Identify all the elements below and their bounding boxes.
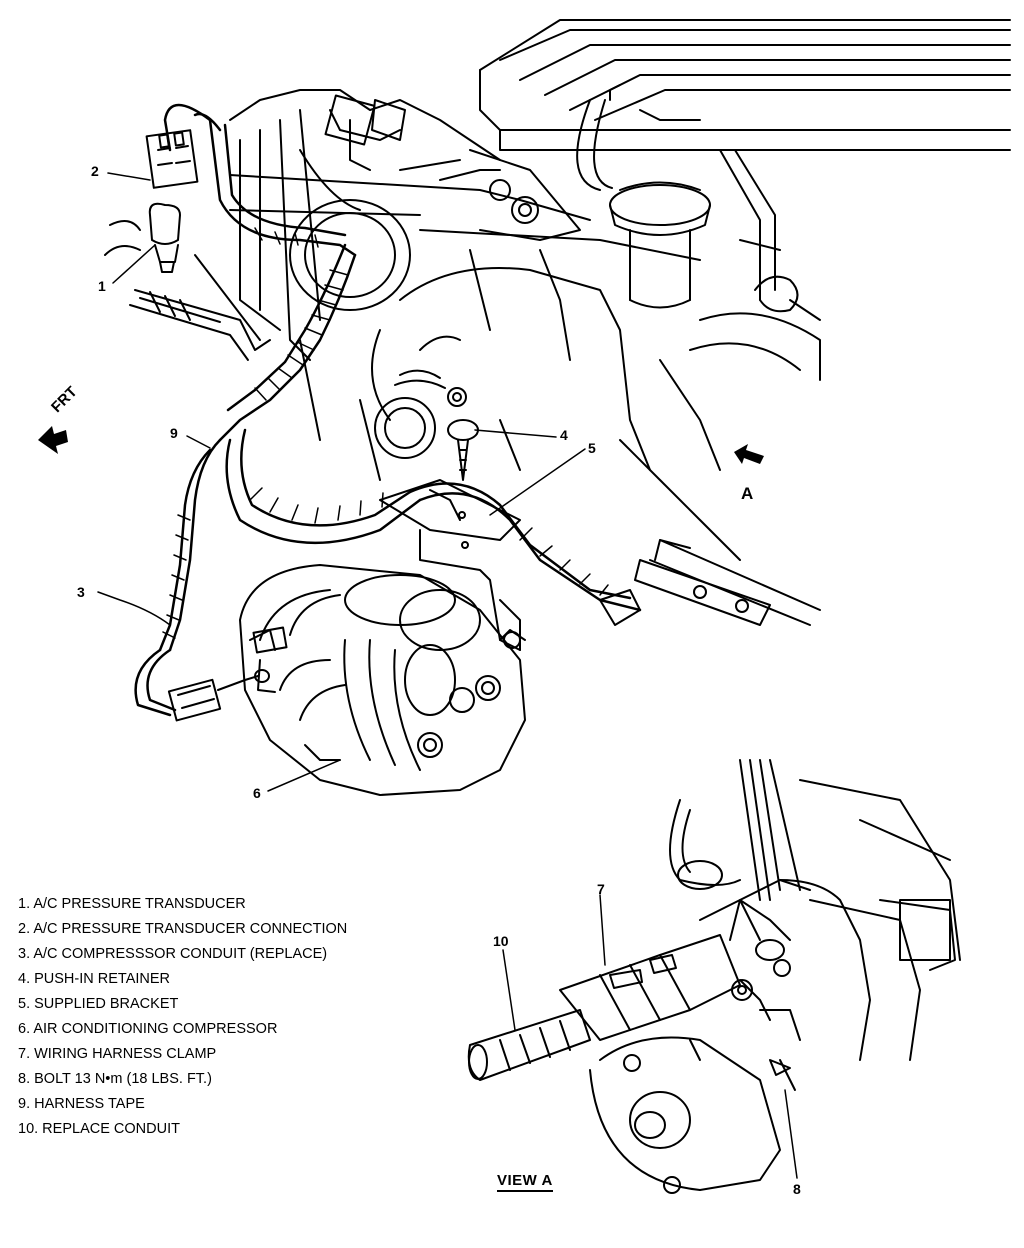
legend-item: 9. HARNESS TAPE: [18, 1096, 145, 1112]
legend-item: 6. AIR CONDITIONING COMPRESSOR: [18, 1021, 278, 1037]
leader-6: [267, 759, 341, 792]
replace-conduit: [467, 1009, 591, 1081]
legend-item: 3. A/C COMPRESSSOR CONDUIT (REPLACE): [18, 946, 328, 962]
legend-item: 2. A/C PRESSURE TRANSDUCER CONNECTION: [18, 921, 348, 937]
view-a-title: VIEW A: [497, 1172, 553, 1192]
legend-item: 7. WIRING HARNESS CLAMP: [18, 1046, 217, 1062]
wiring-harness: [134, 103, 642, 717]
callout-8: 8: [793, 1181, 801, 1197]
compressor-connector: [167, 669, 270, 722]
harness-tape: [162, 227, 609, 639]
parts-legend: 1. A/C PRESSURE TRANSDUCER 2. A/C PRESSU…: [18, 892, 347, 1142]
alternator-assembly: [229, 89, 701, 481]
transducer-connector: [145, 129, 199, 189]
front-arrow-icon: [38, 426, 68, 454]
leader-4: [474, 429, 557, 438]
wiring-harness-clamp: [559, 899, 761, 1041]
callout-1: 1: [98, 278, 106, 294]
callout-2: 2: [91, 163, 99, 179]
mounting-strap: [599, 539, 771, 626]
view-a-inset: [589, 759, 961, 1194]
leader-5: [489, 448, 586, 516]
pressure-transducer: [104, 202, 181, 273]
leader-9: [186, 435, 211, 449]
legend-item: 1. A/C PRESSURE TRANSDUCER: [18, 896, 246, 912]
coolant-hoses: [576, 99, 821, 381]
callout-4: 4: [560, 427, 568, 443]
ac-compressor: [239, 564, 526, 796]
legend-item: 4. PUSH-IN RETAINER: [18, 971, 171, 987]
callout-6: 6: [253, 785, 261, 801]
ac-line: [129, 254, 271, 361]
legend-item: 10. REPLACE CONDUIT: [18, 1121, 180, 1137]
leader-3: [97, 591, 171, 626]
intake-manifold: [479, 19, 1011, 151]
callout-5: 5: [588, 440, 596, 456]
view-a-arrow-icon: [734, 444, 764, 464]
leader-1: [112, 244, 156, 284]
callout-9: 9: [170, 425, 178, 441]
view-a-marker: A: [741, 484, 754, 503]
engine-block: [371, 249, 821, 626]
legend-item: 8. BOLT 13 N•m (18 LBS. FT.): [18, 1071, 212, 1087]
callout-3: 3: [77, 584, 85, 600]
push-in-retainer: [447, 419, 479, 481]
legend-item: 5. SUPPLIED BRACKET: [18, 996, 179, 1012]
leader-2: [107, 172, 151, 181]
callout-10: 10: [493, 933, 509, 949]
radiator-cap: [609, 181, 711, 309]
leader-8: [784, 1089, 798, 1179]
callout-leaders: [97, 172, 798, 1179]
leader-10: [502, 949, 516, 1031]
leader-7: [599, 894, 606, 966]
callout-7: 7: [597, 881, 605, 897]
